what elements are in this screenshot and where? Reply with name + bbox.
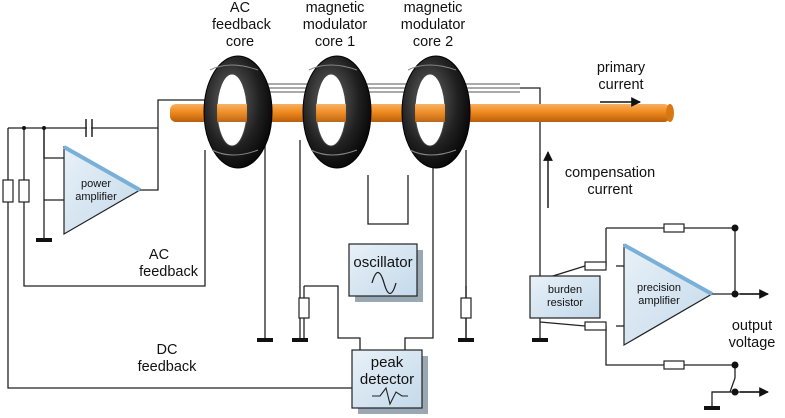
output-voltage-label: output voltage xyxy=(728,318,776,351)
dc-feedback-label: DC feedback xyxy=(137,342,197,375)
burden-resistor-box xyxy=(529,275,601,319)
resistors xyxy=(2,179,685,370)
peak-detector-label: peak detector xyxy=(359,354,415,388)
ac-feedback-label: AC feedback xyxy=(139,247,198,280)
ground-symbols xyxy=(36,238,720,410)
primary-current-label: primary current xyxy=(596,60,646,93)
capacitor-icon xyxy=(85,119,93,137)
sine-wave-icon xyxy=(371,271,397,295)
burden-resistor-label: burden resistor xyxy=(546,284,584,309)
ac-core-label: AC feedback core xyxy=(212,0,271,50)
precision-amplifier-icon xyxy=(623,243,714,347)
oscillator-label: oscillator xyxy=(353,254,413,271)
modulator-core-1-label: magnetic modulator core 1 xyxy=(302,0,368,50)
power-amplifier-label: power amplifier xyxy=(75,178,117,203)
oscillator-box xyxy=(348,243,423,302)
arrows xyxy=(543,97,769,397)
compensation-current-label: compensation current xyxy=(564,165,656,198)
power-amplifier-icon xyxy=(63,145,142,236)
peak-detector-box xyxy=(351,349,428,414)
peak-signal-icon xyxy=(372,386,408,406)
junction-dots xyxy=(22,126,739,396)
precision-amplifier-label: precision amplifier xyxy=(636,282,682,307)
modulator-core-2-label: magnetic modulator core 2 xyxy=(400,0,466,50)
